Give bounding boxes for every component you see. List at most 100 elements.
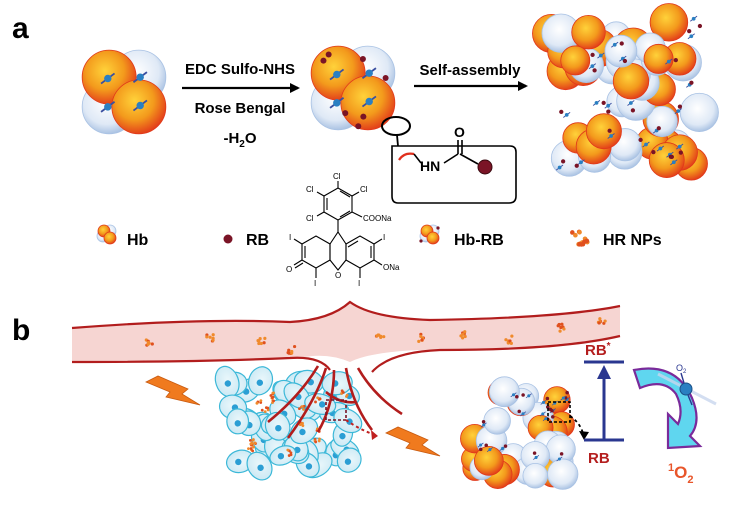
rb-molecule-dot	[550, 408, 554, 413]
self-assembly-label: Self-assembly	[420, 62, 522, 79]
rb-molecule-dot	[697, 23, 703, 29]
np-dot	[417, 339, 421, 344]
rb-molecule-dot	[590, 52, 595, 57]
xanthene-right-ring	[345, 235, 375, 269]
reagent-label-rose-bengal: Rose Bengal	[195, 100, 286, 117]
np-dot	[287, 351, 291, 355]
heme-group-icon	[607, 133, 615, 139]
atom-cl-top: Cl	[333, 172, 341, 181]
np-dot	[251, 438, 255, 442]
np-dot	[256, 338, 260, 343]
np-dot	[377, 333, 381, 337]
vessel-wall-bottom-left	[71, 356, 331, 371]
np-dot	[461, 336, 465, 340]
globin-subunit	[489, 376, 520, 408]
hemoglobin-tetramer	[81, 49, 167, 135]
np-dot	[341, 390, 345, 394]
legend-hr-np-icon	[570, 229, 590, 247]
laser-lightning-left	[145, 375, 201, 406]
np-dot	[579, 242, 584, 247]
np-dot	[382, 335, 386, 339]
np-dot	[463, 330, 467, 334]
globin-subunit	[679, 92, 719, 132]
heme-group-icon	[577, 159, 585, 166]
transfer-arrow-shape	[632, 367, 703, 450]
heme-group-icon	[627, 100, 635, 106]
rb-molecule-dot	[521, 393, 525, 397]
heme-group-icon	[520, 411, 527, 417]
rb-molecule-dot	[619, 41, 624, 46]
atom-ring-o: O	[335, 271, 341, 280]
heme-group-icon	[670, 159, 678, 166]
np-dot	[252, 445, 255, 449]
heme-group-icon	[592, 99, 601, 106]
heme-group-icon	[486, 447, 493, 453]
np-dot	[271, 391, 275, 395]
rb-molecule-dot	[515, 395, 519, 399]
np-dot	[419, 334, 423, 339]
np-dot	[211, 336, 215, 341]
np-dot	[316, 396, 320, 400]
rb-molecule-dot	[481, 419, 486, 424]
rose-bengal-atoms: Cl Cl Cl Cl COONa I I I I O O ONa	[286, 172, 400, 288]
np-dot	[260, 408, 264, 412]
tumor-cell	[226, 408, 250, 435]
rb-molecule-dot	[651, 149, 656, 155]
xanthene-left-ring	[301, 235, 331, 269]
rb-molecule-dot	[601, 100, 606, 106]
legend-hb-label: Hb	[127, 232, 149, 249]
circulating-nanoparticles	[144, 317, 607, 355]
np-dot	[271, 396, 274, 400]
rb-molecule-dot	[673, 58, 678, 63]
np-dot	[379, 335, 383, 340]
heme-group-icon	[100, 72, 116, 85]
np-dot	[318, 397, 322, 401]
heme-group-icon	[555, 164, 564, 171]
np-dot	[584, 238, 590, 244]
legend-hb-rb-label: Hb-RB	[454, 232, 504, 249]
np-dot	[301, 421, 304, 425]
rb-molecule-dot	[325, 51, 332, 58]
np-dot	[420, 338, 424, 342]
np-dot	[253, 441, 257, 445]
heme-group-icon	[132, 71, 148, 83]
np-dot	[205, 335, 209, 339]
zoom-region-box	[325, 399, 347, 421]
legend-hb-rb-icon	[419, 224, 440, 245]
legend-hb-icon	[96, 224, 117, 245]
np-dot	[598, 317, 602, 321]
np-dot	[263, 336, 267, 340]
vessel-wall-top	[71, 300, 621, 330]
heme-group-icon	[563, 111, 571, 118]
np-dot	[559, 325, 563, 330]
heme-group-icon	[676, 143, 684, 150]
atom-cl-left-upper: Cl	[306, 185, 314, 194]
np-dot	[300, 405, 304, 408]
np-dot	[301, 424, 305, 428]
heme-subunit	[612, 62, 650, 100]
np-dot	[317, 439, 321, 443]
rb-molecule-dot	[359, 55, 366, 62]
cell-nucleus	[277, 452, 285, 460]
globin-chain-segment	[398, 152, 415, 161]
amide-nh-label: HN	[420, 158, 440, 174]
rose-bengal-dot	[477, 159, 493, 175]
heme-group-icon	[687, 33, 695, 40]
rb-molecule-dot	[532, 451, 537, 455]
globin-subunit	[522, 462, 549, 489]
np-dot	[345, 393, 349, 397]
np-dot	[248, 438, 252, 442]
atom-cl-right: Cl	[360, 185, 368, 194]
np-dot	[508, 339, 512, 343]
rb-molecule-dot	[656, 126, 661, 131]
cell-nucleus	[234, 420, 241, 427]
np-dot	[257, 341, 261, 346]
oxygen-label: O2	[676, 363, 687, 375]
cell-nucleus	[344, 458, 352, 465]
heme-subunit	[426, 231, 440, 245]
nanoparticle-cluster-zoom	[460, 376, 579, 490]
zoom-arrowhead	[371, 430, 378, 440]
excitation-pointer-head	[579, 431, 589, 440]
np-dot	[247, 447, 250, 450]
